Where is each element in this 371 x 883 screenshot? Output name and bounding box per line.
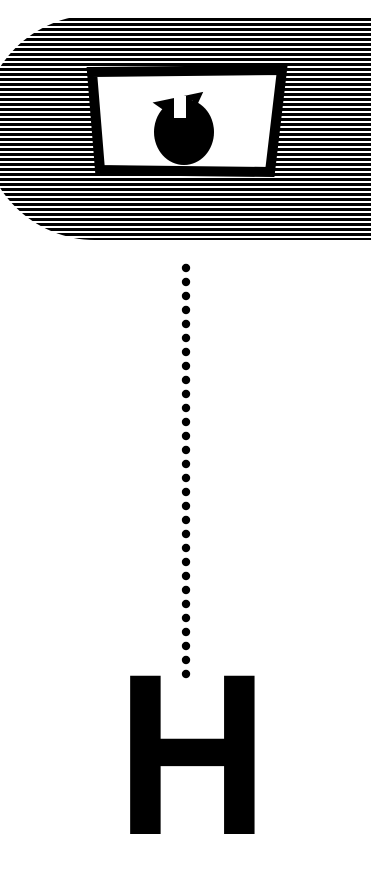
sight-line-dot [182, 278, 190, 286]
sight-line-dot [182, 488, 190, 496]
sight-line-dot [182, 600, 190, 608]
sight-line-dot [182, 362, 190, 370]
sight-line-dot [182, 502, 190, 510]
sight-line-dot [182, 614, 190, 622]
sight-line-figure: H [0, 0, 371, 858]
sight-line-dot [182, 432, 190, 440]
sight-line-dot [182, 530, 190, 538]
sight-line-dot [182, 544, 190, 552]
sight-line-dot [182, 586, 190, 594]
sight-line-dot [182, 558, 190, 566]
sight-line-dot [182, 376, 190, 384]
sight-line-dot [182, 320, 190, 328]
letter-label: H [116, 660, 254, 850]
sight-line-dot [182, 446, 190, 454]
sight-line-dot [182, 460, 190, 468]
sight-line-dot [182, 390, 190, 398]
sight-line-dot [182, 418, 190, 426]
sight-line-dot [182, 572, 190, 580]
sight-line-dot [182, 306, 190, 314]
sight-line-dot [182, 348, 190, 356]
sight-line-dot [182, 474, 190, 482]
sight-line-dot [182, 264, 190, 272]
sight-line-dot [182, 516, 190, 524]
sight-line-dot [182, 404, 190, 412]
sight-line-dot [182, 334, 190, 342]
sight-line-dot [182, 292, 190, 300]
